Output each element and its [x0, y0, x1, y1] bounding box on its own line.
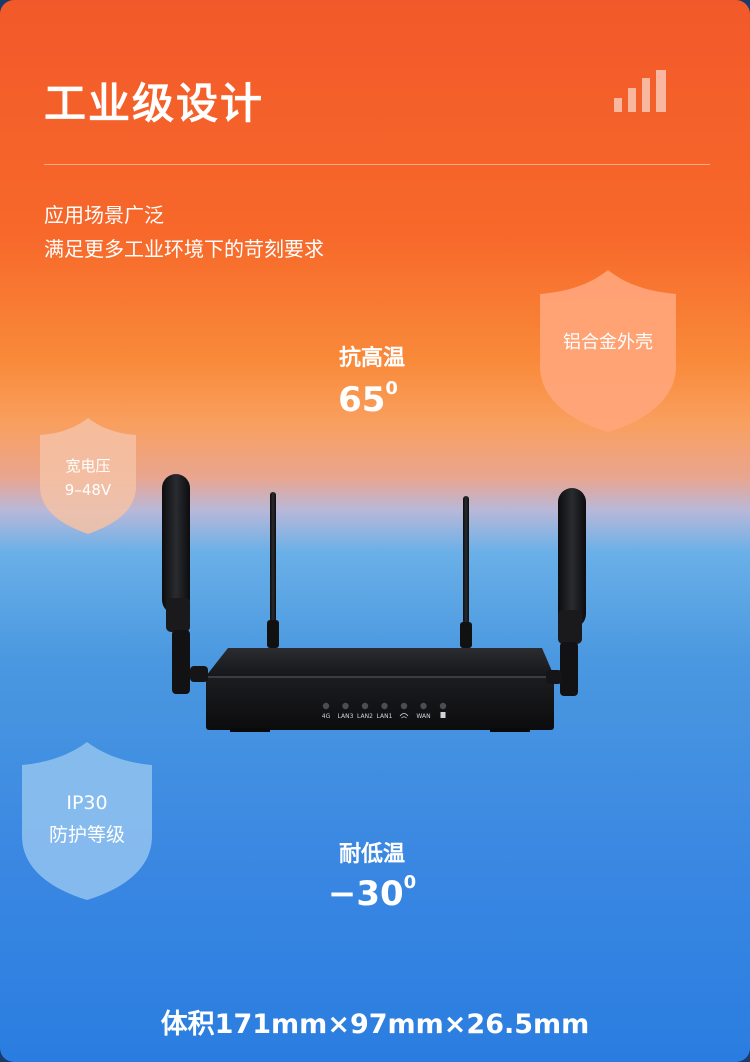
page-title: 工业级设计 — [44, 79, 265, 128]
shield-icon — [40, 418, 136, 534]
badge-ip-line1: IP30 — [66, 792, 108, 814]
router-led-label: WAN — [416, 713, 430, 720]
power-icon — [440, 712, 446, 718]
router-led — [361, 702, 369, 710]
low-temp-label: 耐低温 — [338, 842, 405, 867]
router-led-label: 4G — [322, 713, 331, 720]
antenna-thick-right — [546, 488, 586, 696]
volume-dimensions: 体积171mm×97mm×26.5mm — [160, 1009, 590, 1040]
signal-bars-icon — [614, 70, 668, 112]
router-led-label: LAN2 — [357, 713, 373, 720]
high-temp-label: 抗高温 — [338, 346, 405, 371]
router-led-label: LAN1 — [377, 713, 393, 720]
low-temp-value: −300 — [327, 872, 417, 914]
badge-wide-voltage: 宽电压 9–48V — [40, 418, 136, 534]
badge-aluminum-text: 铝合金外壳 — [563, 332, 653, 353]
antenna-thin-left — [267, 492, 279, 648]
router-led — [381, 702, 388, 710]
intro-line-2: 满足更多工业环境下的苛刻要求 — [44, 237, 324, 261]
router-led — [342, 702, 349, 710]
router-body-top — [206, 648, 554, 676]
intro-line-1: 应用场景广泛 — [44, 203, 164, 227]
badge-voltage-line2: 9–48V — [64, 481, 112, 499]
antenna-thin-right — [460, 496, 472, 648]
badge-ip-line2: 防护等级 — [48, 824, 125, 846]
badge-ip30: IP30 防护等级 — [22, 742, 152, 900]
antenna-thick-left — [162, 474, 208, 694]
shield-icon — [540, 270, 676, 432]
router-led — [322, 702, 330, 710]
router-led — [420, 702, 427, 710]
degree-superscript: 0 — [385, 378, 398, 399]
shield-icon — [22, 742, 152, 900]
wifi-icon — [399, 713, 409, 719]
router-led — [439, 702, 447, 710]
degree-superscript: 0 — [403, 872, 417, 893]
router-led-label: LAN3 — [338, 713, 354, 720]
high-temp-value: 650 — [338, 378, 398, 420]
router-led — [400, 702, 408, 710]
badge-voltage-line1: 宽电压 — [65, 457, 111, 475]
title-divider — [44, 164, 710, 165]
router-front-panel — [206, 676, 554, 730]
badge-aluminum-shell: 铝合金外壳 — [540, 270, 676, 432]
